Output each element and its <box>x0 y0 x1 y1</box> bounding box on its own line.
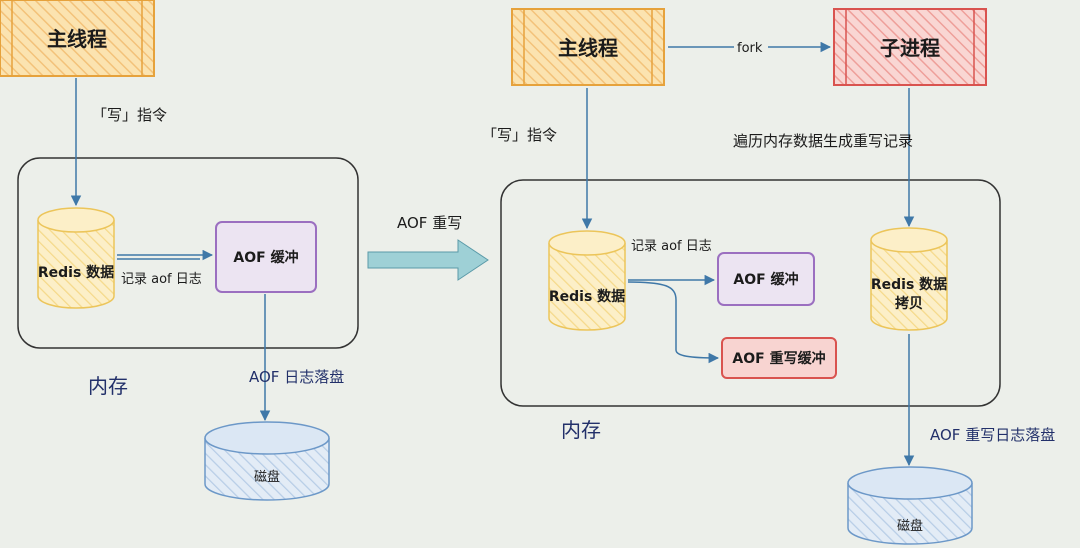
right-aof-buffer-label: AOF 缓冲 <box>733 271 798 288</box>
left-memory-container <box>17 157 359 349</box>
right-memory-label: 内存 <box>561 418 601 442</box>
left-memory-label: 内存 <box>88 374 128 398</box>
redis-copy-label-line1: Redis 数据 <box>871 276 947 293</box>
left-record-log-label: 记录 aof 日志 <box>121 272 202 287</box>
right-disk: 磁盘 <box>847 466 973 545</box>
right-aof-buffer-box: AOF 缓冲 <box>717 252 815 306</box>
fork-label: fork <box>737 41 763 56</box>
traverse-label: 遍历内存数据生成重写记录 <box>733 132 913 150</box>
right-redis-db-label: Redis 数据 <box>549 288 625 305</box>
left-main-thread-box: 主线程 <box>0 0 155 77</box>
right-memory-container <box>500 179 1001 407</box>
right-rewrite-buffer-arrow <box>627 281 720 364</box>
right-main-thread-box: 主线程 <box>511 8 665 86</box>
child-process-box: 子进程 <box>833 8 987 86</box>
transition-label: AOF 重写 <box>397 214 462 232</box>
right-record-log-label: 记录 aof 日志 <box>631 239 712 254</box>
left-redis-db: Redis 数据 <box>37 207 115 309</box>
right-write-cmd-label: 「写」指令 <box>482 126 557 144</box>
right-disk-label: 磁盘 <box>897 518 923 534</box>
left-disk-label: 磁盘 <box>254 469 280 485</box>
redis-copy-label-line2: 拷贝 <box>895 295 923 312</box>
rewrite-transition-arrow <box>367 239 489 281</box>
rewrite-buffer-box: AOF 重写缓冲 <box>721 337 837 379</box>
child-process-label: 子进程 <box>880 36 940 60</box>
right-redis-db: Redis 数据 <box>548 230 626 331</box>
rewrite-buffer-label: AOF 重写缓冲 <box>732 350 825 367</box>
right-flush-label: AOF 重写日志落盘 <box>930 426 1055 444</box>
left-disk: 磁盘 <box>204 421 330 501</box>
redis-copy-db: Redis 数据 拷贝 <box>870 227 948 331</box>
left-flush-label: AOF 日志落盘 <box>249 368 344 386</box>
left-write-cmd-label: 「写」指令 <box>92 106 167 124</box>
left-aof-buffer-label: AOF 缓冲 <box>233 249 298 266</box>
left-main-thread-label: 主线程 <box>47 27 107 51</box>
right-main-thread-label: 主线程 <box>558 36 618 60</box>
left-aof-buffer-box: AOF 缓冲 <box>215 221 317 293</box>
left-redis-db-label: Redis 数据 <box>38 264 114 281</box>
